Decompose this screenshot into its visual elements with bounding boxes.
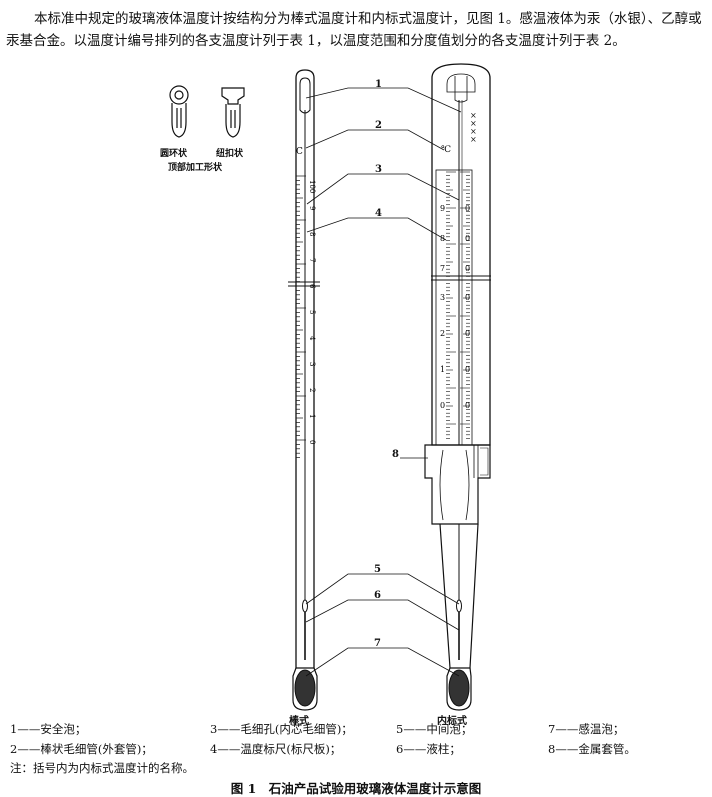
figure-number: 图 1 <box>230 781 257 796</box>
inner-scale-numbers: 9 0 8 0 7 0 3 0 2 0 1 0 0 0 <box>440 204 470 410</box>
scale-number: 0 <box>308 440 316 444</box>
scale-number: 7 <box>308 258 316 262</box>
intro-text: 本标准中规定的玻璃液体温度计按结构分为棒式温度计和内标式温度计，见图 1。感温液… <box>6 11 702 49</box>
callout-2: 2 <box>375 120 382 131</box>
scale-number: 1 <box>440 365 445 374</box>
scale-number: 0 <box>465 329 470 338</box>
svg-text:×: × <box>470 119 477 128</box>
callout-1: 1 <box>375 79 382 90</box>
scale-number: 3 <box>440 293 445 302</box>
figure-caption: 图 1 石油产品试验用玻璃液体温度计示意图 <box>0 778 712 797</box>
inner-unit-mark: ℃ <box>441 145 451 155</box>
legend-item-5: 5——中间泡； <box>396 722 473 736</box>
inner-scale-thermometer: ×× ×× <box>424 63 491 711</box>
scale-number: 2 <box>440 329 445 338</box>
scale-number: 3 <box>308 362 316 366</box>
scale-number: 2 <box>308 388 316 392</box>
svg-text:×: × <box>470 127 477 136</box>
scale-number: 0 <box>465 293 470 302</box>
ring-shape-label: 圆环状 <box>160 149 188 159</box>
scale-number: 8 <box>440 234 445 243</box>
figure-note: 注：括号内为内标式温度计的名称。 <box>10 761 194 775</box>
rod-thermometer <box>288 69 320 711</box>
legend: 1——安全泡； 3——毛细孔(内芯毛细管)； 5——中间泡； 7——感温泡； 2… <box>10 721 710 761</box>
inner-thermometer-label: 内标式 <box>437 716 467 727</box>
legend-item-1: 1——安全泡； <box>10 722 87 736</box>
scale-number: 1 <box>308 414 316 418</box>
svg-text:×: × <box>470 111 477 120</box>
scale-number: 0 <box>440 401 445 410</box>
legend-item-8: 8——金属套管。 <box>548 742 636 756</box>
callout-6: 6 <box>374 590 381 601</box>
scale-number: 0 <box>465 365 470 374</box>
legend-item-6: 6——液柱； <box>396 742 461 756</box>
ring-top-shape <box>169 85 189 138</box>
scale-number: 0 <box>465 264 470 273</box>
rod-thermometer-label: 棒式 <box>289 716 309 727</box>
rod-scale-numbers: 100 9 8 7 6 5 4 3 2 1 0 <box>308 180 316 444</box>
scale-number: 0 <box>465 204 470 213</box>
scale-number: 0 <box>465 234 470 243</box>
legend-item-4: 4——温度标尺(标尺板)； <box>210 742 342 756</box>
scale-number: 4 <box>308 336 316 341</box>
scale-number: 7 <box>440 264 445 273</box>
intro-paragraph: 本标准中规定的玻璃液体温度计按结构分为棒式温度计和内标式温度计，见图 1。感温液… <box>6 8 706 52</box>
scale-number: 9 <box>308 206 316 210</box>
callout-8: 8 <box>392 449 399 460</box>
scale-number: 100 <box>308 180 316 193</box>
callout-5: 5 <box>374 564 381 575</box>
callout-leaders <box>305 87 462 677</box>
callout-3: 3 <box>375 164 382 175</box>
callout-7: 7 <box>374 638 381 649</box>
scale-number: 9 <box>440 204 445 213</box>
button-top-shape <box>221 87 245 138</box>
scale-number: 6 <box>308 284 316 289</box>
safety-x-marks: ×× ×× <box>470 111 477 144</box>
figure-title: 石油产品试验用玻璃液体温度计示意图 <box>268 781 482 796</box>
scale-number: 8 <box>308 232 316 236</box>
legend-item-3: 3——毛细孔(内芯毛细管)； <box>210 722 353 736</box>
scale-number: 0 <box>465 401 470 410</box>
svg-text:×: × <box>470 135 477 144</box>
top-shapes-caption: 顶部加工形状 <box>168 163 223 173</box>
scale-number: 5 <box>308 310 316 314</box>
legend-item-2: 2——棒状毛细管(外套管)； <box>10 742 153 756</box>
callout-4: 4 <box>375 208 382 219</box>
rod-unit-mark: C <box>296 147 303 157</box>
button-shape-label: 纽扣状 <box>216 149 244 159</box>
legend-item-7: 7——感温泡； <box>548 722 625 736</box>
